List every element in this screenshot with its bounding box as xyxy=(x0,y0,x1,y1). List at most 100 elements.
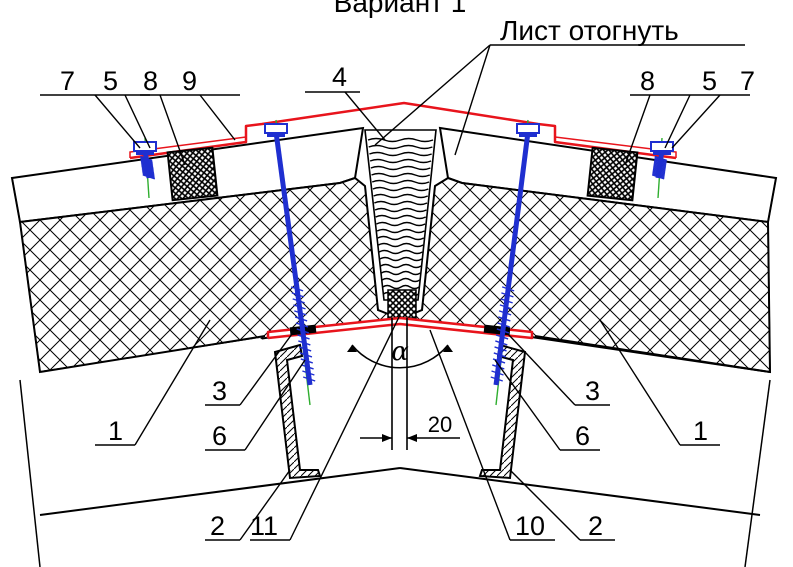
screw-thread xyxy=(142,172,155,179)
screw-thread xyxy=(140,158,153,164)
screw-washer xyxy=(653,151,671,155)
insulation-wave-line xyxy=(369,158,432,164)
callout-1-right: 1 xyxy=(693,416,708,446)
callout-10: 10 xyxy=(515,511,545,541)
inner-ridge-flashing xyxy=(266,316,534,340)
short-screw-left xyxy=(133,137,157,199)
screw-thread xyxy=(652,170,665,176)
screw-thread xyxy=(653,160,667,166)
dimension-value: 20 xyxy=(428,412,452,437)
screw-thread xyxy=(490,376,503,382)
screw-thread xyxy=(653,164,666,170)
lower-panel-lines xyxy=(19,379,771,567)
insulation-wave-line xyxy=(377,235,425,241)
fasteners xyxy=(133,119,674,406)
insulation-wave-line xyxy=(369,151,432,157)
long-screw-left xyxy=(264,119,316,406)
leader-lines xyxy=(40,44,750,541)
screw-washer xyxy=(136,151,154,155)
sandwich-panel-right xyxy=(398,126,778,374)
screw-thread xyxy=(291,292,305,298)
insulation-wave-line xyxy=(368,144,433,150)
screw-thread xyxy=(141,167,155,174)
screw-thread xyxy=(492,358,506,364)
screw-thread xyxy=(141,163,154,169)
screw-thread xyxy=(652,172,665,179)
screw-thread xyxy=(500,298,513,304)
screw-thread xyxy=(491,370,504,376)
insulation-wave-line xyxy=(379,256,423,262)
screw-thread xyxy=(501,286,515,292)
callout-2-left: 2 xyxy=(210,511,225,541)
insulation-wave-line xyxy=(380,263,422,269)
compressed-seal xyxy=(387,289,417,319)
screw-thread xyxy=(494,346,507,352)
insulation-wave-line xyxy=(371,172,431,178)
sheet-note-label: Лист отогнуть xyxy=(500,15,679,46)
insulation-wave-line xyxy=(382,284,420,290)
screw-thread xyxy=(653,163,666,169)
dimension-line xyxy=(360,434,460,442)
screw-thread xyxy=(141,165,154,171)
screw-thread xyxy=(298,346,312,352)
insulation-wave-line xyxy=(370,165,431,171)
screw-thread xyxy=(141,166,154,173)
callout-4: 4 xyxy=(332,62,347,92)
screw-thread xyxy=(292,298,305,304)
screw-thread xyxy=(501,292,514,298)
callout-5-right: 5 xyxy=(702,66,717,96)
screw-thread xyxy=(140,156,153,163)
screw-thread xyxy=(141,164,154,170)
callout-11: 11 xyxy=(250,511,278,541)
ridge-gap-insulation xyxy=(364,129,437,301)
screw-head xyxy=(264,123,288,134)
screw-head xyxy=(650,141,674,152)
screw-thread xyxy=(140,159,153,165)
screw-thread xyxy=(653,161,667,168)
screw-thread xyxy=(498,316,511,322)
callout-7-left: 7 xyxy=(60,66,75,96)
insulation-wave-line xyxy=(371,179,430,185)
long-screw-right xyxy=(490,119,540,406)
insulation-wave-line xyxy=(373,193,429,199)
insulation-wave-line xyxy=(372,186,429,192)
screw-thread xyxy=(499,304,513,310)
screw-thread xyxy=(294,310,307,316)
angle-marker xyxy=(347,318,453,450)
screw-thread xyxy=(139,155,153,162)
screw-thread xyxy=(652,167,666,174)
screw-thread xyxy=(299,352,313,358)
insulation-wave-line xyxy=(381,277,421,283)
screw-thread xyxy=(141,169,155,175)
screw-thread xyxy=(302,376,316,382)
screw-thread xyxy=(140,161,154,168)
screw-head xyxy=(516,123,540,134)
screw-thread xyxy=(294,316,308,322)
drawing-header-partial: Вариант 1 xyxy=(334,0,467,18)
purlin-right xyxy=(478,343,527,480)
screw-thread xyxy=(653,165,666,171)
screw-thread xyxy=(498,310,512,316)
screw-thread xyxy=(652,171,665,177)
callout-1-left: 1 xyxy=(108,416,123,446)
screw-head xyxy=(133,141,157,152)
screw-thread xyxy=(654,158,667,164)
screw-thread xyxy=(293,304,306,310)
screw-thread xyxy=(301,364,314,370)
insulation-wave-line xyxy=(374,200,428,206)
screw-thread xyxy=(140,160,154,166)
insulation-wave-line xyxy=(378,249,423,255)
insulation-wave-line xyxy=(376,228,425,234)
screw-thread xyxy=(300,358,313,364)
callout-3-right: 3 xyxy=(585,376,600,406)
callout-8-left: 8 xyxy=(143,66,158,96)
callout-3-left: 3 xyxy=(212,376,227,406)
screw-thread xyxy=(496,328,510,334)
callout-7-right: 7 xyxy=(740,66,755,96)
screw-thread xyxy=(495,334,509,340)
callout-6-left: 6 xyxy=(212,421,227,451)
insulation-wave-line xyxy=(367,137,434,143)
screw-thread xyxy=(142,171,155,177)
callout-2-right: 2 xyxy=(588,511,603,541)
